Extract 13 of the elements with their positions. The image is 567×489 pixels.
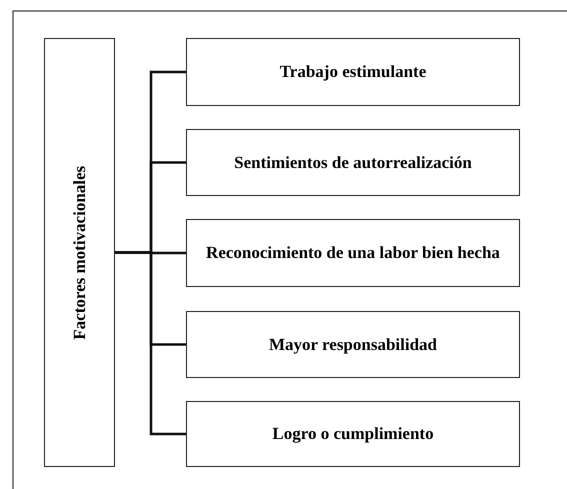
factor-box <box>186 129 520 196</box>
factor-box <box>186 311 520 378</box>
node-label: Factores motivacionales <box>70 166 90 340</box>
node-label: Trabajo estimulante <box>278 62 428 82</box>
factor-box <box>186 401 520 467</box>
node-label: Sentimientos de autorrealización <box>233 152 473 172</box>
factor-box <box>186 38 520 106</box>
factor-box <box>186 219 520 287</box>
node-label: Reconocimiento de una labor bien hecha <box>205 243 501 263</box>
node-label: Logro o cumplimiento <box>271 424 435 444</box>
connector-line <box>115 251 186 436</box>
category-box <box>44 38 115 467</box>
node-label: Mayor responsabilidad <box>268 334 438 354</box>
